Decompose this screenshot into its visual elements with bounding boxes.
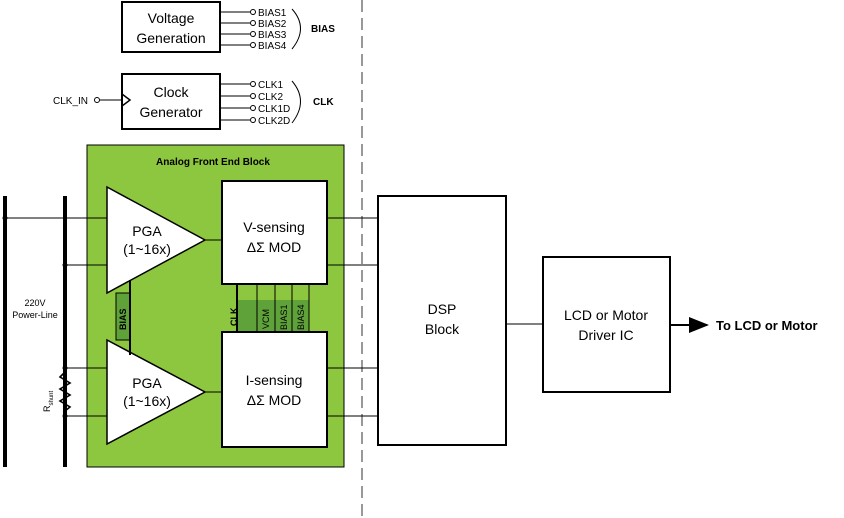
bus-label-vcm: VCM [261, 309, 271, 329]
power-line-label1: 220V [24, 298, 45, 308]
bus-region [230, 284, 310, 342]
dsp-block: DSP Block [377, 195, 507, 446]
clk-wires [94, 80, 301, 124]
pga-bottom-line1: PGA [132, 375, 162, 391]
imod-line1: I-sensing [246, 372, 303, 388]
pga-top: PGA (1~16x) [106, 185, 207, 295]
bus-label-bias4: BIAS4 [296, 304, 306, 330]
bias-group-label: BIAS [311, 24, 335, 35]
afe-title: Analog Front End Block [156, 157, 270, 168]
voltage-generation-block: Voltage Generation [121, 1, 221, 53]
i-sensing-mod: I-sensing ΔΣ MOD [221, 331, 328, 448]
dsp-line1: DSP [428, 301, 457, 317]
driver-ic-block: LCD or Motor Driver IC [542, 256, 671, 393]
clock-block-line1: Clock [153, 84, 189, 100]
pga-bottom-line2: (1~16x) [123, 393, 171, 409]
clock-block-line2: Generator [139, 104, 202, 120]
bias-output-1: BIAS1 [258, 8, 287, 19]
clk-output-4: CLK2D [258, 116, 290, 127]
pga-top-line2: (1~16x) [123, 241, 171, 257]
imod-line2: ΔΣ MOD [247, 392, 302, 408]
pga-bottom: PGA (1~16x) [106, 338, 207, 446]
pga-top-line1: PGA [132, 223, 162, 239]
vmod-line1: V-sensing [243, 219, 304, 235]
bus-label-bias1: BIAS1 [279, 304, 289, 330]
bias-vertical-label: BIAS [118, 308, 128, 330]
output-label: To LCD or Motor [716, 318, 818, 333]
clock-input-symbol [121, 93, 132, 107]
voltage-block-line2: Generation [136, 30, 205, 46]
bias-outputs [220, 8, 301, 50]
bus-label-clk: CLK [229, 307, 239, 326]
clk-brace [291, 80, 301, 124]
voltage-block-line1: Voltage [148, 10, 195, 26]
dsp-line2: Block [425, 321, 460, 337]
shunt-resistor [58, 365, 72, 418]
power-line-label2: Power-Line [12, 310, 58, 320]
clk-output-2: CLK2 [258, 92, 283, 103]
driver-line1: LCD or Motor [564, 307, 648, 323]
bias-output-4: BIAS4 [258, 41, 287, 52]
mod-to-dsp-wires [327, 217, 378, 417]
clk-output-3: CLK1D [258, 104, 290, 115]
driver-line2: Driver IC [578, 327, 633, 343]
clk-group-label: CLK [313, 97, 334, 108]
clk-in-label: CLK_IN [53, 96, 88, 107]
v-sensing-mod: V-sensing ΔΣ MOD [221, 180, 328, 285]
clk-output-1: CLK1 [258, 80, 283, 91]
vmod-line2: ΔΣ MOD [247, 239, 302, 255]
bias-output-2: BIAS2 [258, 19, 287, 30]
bias-output-3: BIAS3 [258, 30, 287, 41]
junction-dots [2, 215, 68, 419]
rshunt-label: Rshunt [42, 390, 55, 412]
clock-generator-block: Clock Generator [121, 73, 221, 130]
bias-brace [291, 8, 301, 50]
